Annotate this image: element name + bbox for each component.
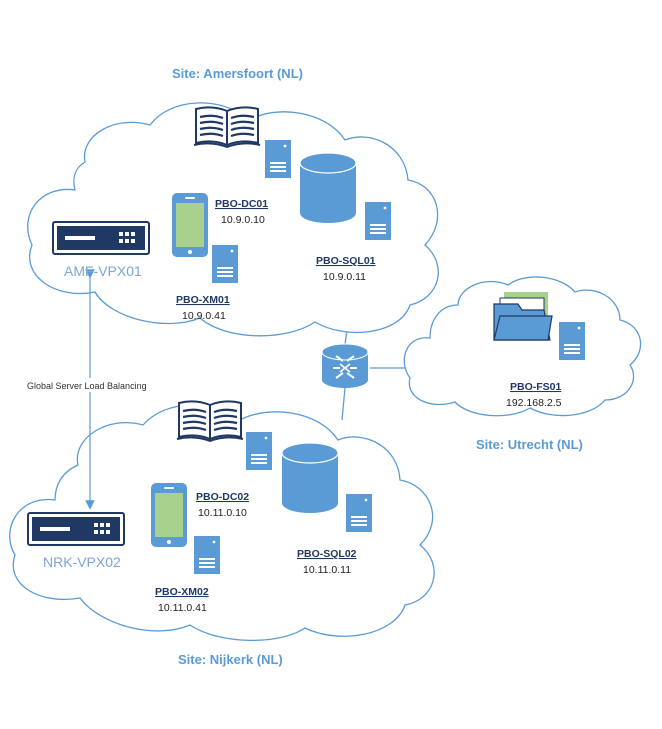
node-name-fs01: PBO-FS01 <box>510 381 562 393</box>
node-name-sql01: PBO-SQL01 <box>316 255 376 267</box>
device-label-nrk-vpx: NRK-VPX02 <box>43 554 121 570</box>
phone-icon <box>151 483 187 547</box>
site-label-amersfoort: Site: Amersfoort (NL) <box>172 66 303 81</box>
node-ip-dc01: 10.9.0.10 <box>221 214 265 226</box>
node-name-dc02: PBO-DC02 <box>196 491 249 503</box>
node-ip-xm02: 10.11.0.41 <box>158 602 207 614</box>
node-ip-xm01: 10.9.0.41 <box>182 310 226 322</box>
gslb-label-bg <box>24 378 156 392</box>
site-label-nijkerk: Site: Nijkerk (NL) <box>178 652 283 667</box>
server-icon <box>194 536 220 574</box>
router-icon <box>321 343 369 388</box>
appliance-icon <box>52 221 150 255</box>
server-icon <box>246 432 272 470</box>
phone-icon <box>172 193 208 257</box>
database-icon <box>299 152 357 224</box>
server-icon <box>346 494 372 532</box>
book-icon <box>192 106 262 149</box>
link-router-nijkerk <box>341 387 346 421</box>
node-ip-dc02: 10.11.0.10 <box>198 507 247 519</box>
server-icon <box>365 202 391 240</box>
gslb-label: Global Server Load Balancing <box>27 381 147 391</box>
node-name-xm01: PBO-XM01 <box>176 294 230 306</box>
book-icon <box>175 400 245 443</box>
appliance-icon <box>27 512 125 546</box>
node-name-dc01: PBO-DC01 <box>215 198 268 210</box>
folder-icon <box>493 292 553 341</box>
server-icon <box>265 140 291 178</box>
cloud-utrecht <box>403 276 642 417</box>
device-label-amf-vpx: AMF-VPX01 <box>64 263 142 279</box>
site-label-utrecht: Site: Utrecht (NL) <box>476 437 583 452</box>
node-ip-sql01: 10.9.0.11 <box>323 271 366 283</box>
server-icon <box>559 322 585 360</box>
node-ip-sql02: 10.11.0.11 <box>303 564 351 576</box>
server-icon <box>212 245 238 283</box>
node-name-xm02: PBO-XM02 <box>155 586 209 598</box>
node-name-sql02: PBO-SQL02 <box>297 548 357 560</box>
node-ip-fs01: 192.168.2.5 <box>506 397 562 409</box>
database-icon <box>281 442 339 514</box>
